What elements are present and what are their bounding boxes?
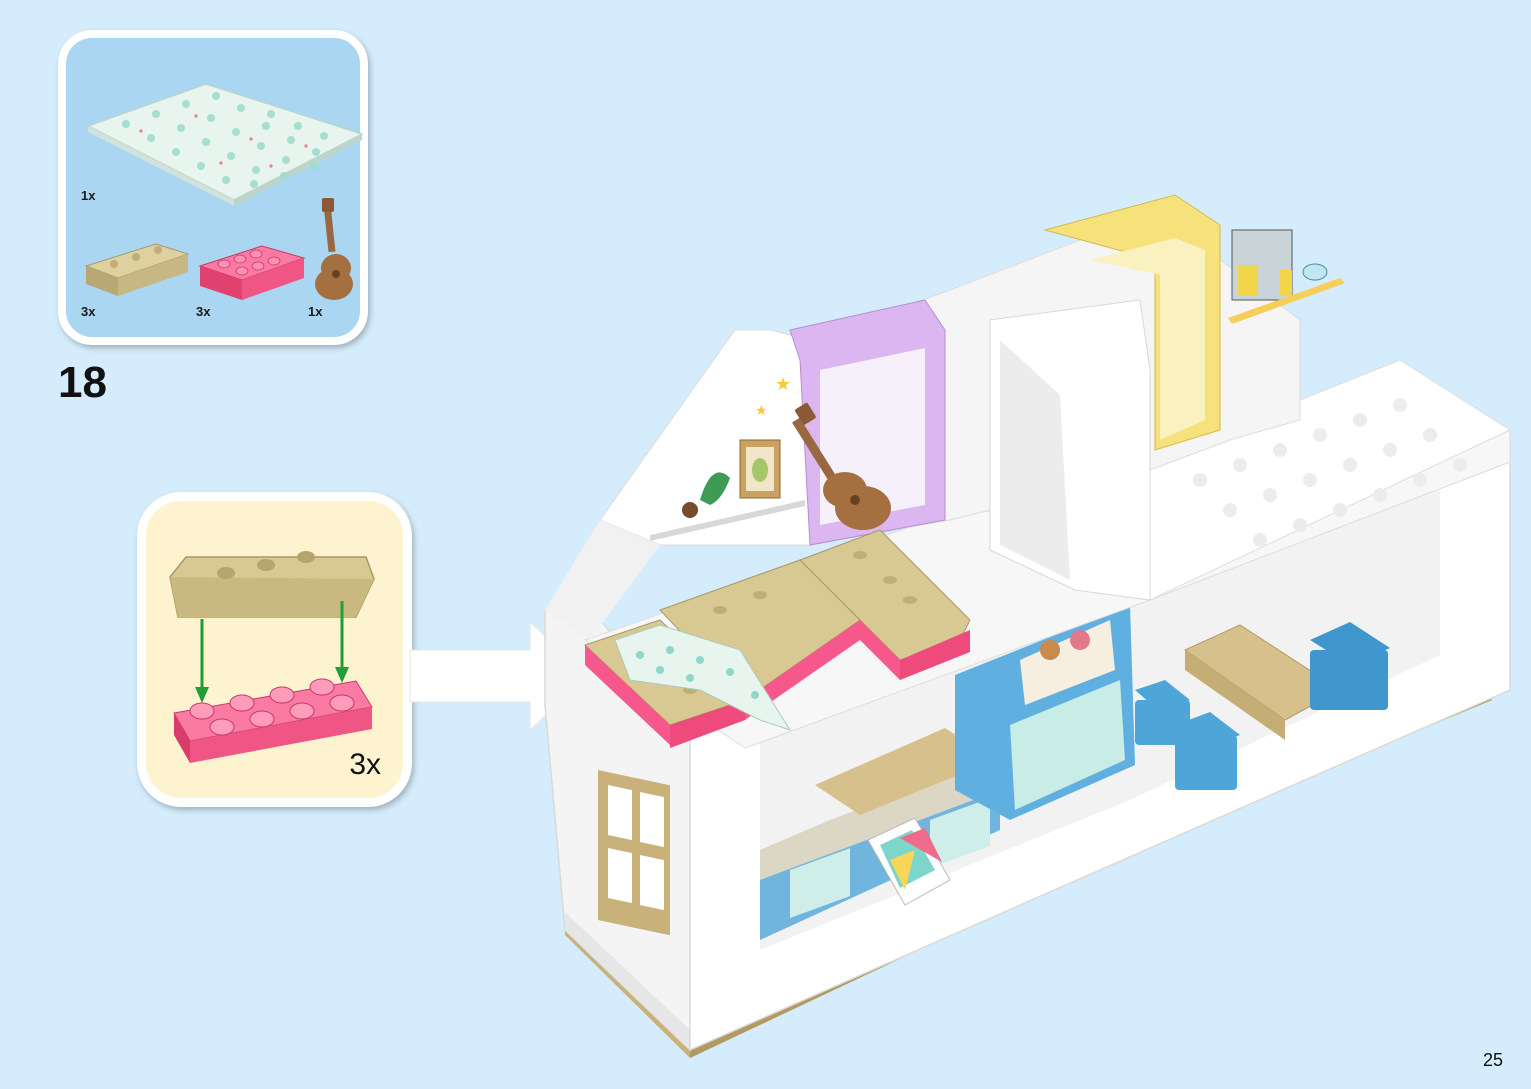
svg-text:★: ★ <box>775 374 791 394</box>
blue-stool-1 <box>1135 680 1190 745</box>
callout-arrows <box>195 601 349 703</box>
sub-assembly-illustration <box>169 551 375 763</box>
yellow-window-frame <box>1043 194 1221 451</box>
part-qty-tile: 1x <box>81 188 96 203</box>
parts-illustration <box>84 83 364 300</box>
window-left <box>598 770 670 936</box>
callout-pink-brick <box>173 678 373 763</box>
callout-pointer-arrow <box>409 620 589 732</box>
part-qty-cushion: 3x <box>81 304 96 319</box>
cushion-front <box>584 619 746 748</box>
dining-table <box>1183 624 1341 740</box>
cushion-corner <box>799 529 971 680</box>
svg-text:★: ★ <box>755 402 768 418</box>
tan-cushion-part <box>84 243 190 296</box>
lilac-window-frame <box>789 299 946 546</box>
callout-cushion <box>169 551 375 618</box>
house-model: ★ ★ <box>544 194 1512 1058</box>
page-number: 25 <box>1482 1050 1503 1070</box>
callout-quantity: 3x <box>349 748 381 781</box>
blanket-lower <box>867 817 951 906</box>
fridge <box>955 605 1135 820</box>
pink-brick-part <box>198 245 306 300</box>
patterned-tile-part <box>86 83 364 206</box>
cushion-middle <box>659 559 861 720</box>
guitar-part <box>315 198 353 300</box>
blanket-upper <box>614 624 792 731</box>
part-qty-pink-brick: 3x <box>196 304 211 319</box>
step-number: 18 <box>58 358 107 407</box>
parts-list-panel: 1x 3x 3x 1x <box>58 30 368 345</box>
wall-decor-left: ★ ★ <box>650 374 805 541</box>
blue-stool-2 <box>1175 712 1240 790</box>
sub-assembly-callout: 3x <box>137 492 412 807</box>
wall-decor-right <box>1228 229 1345 324</box>
blue-stool-3 <box>1310 622 1390 710</box>
guitar-in-model <box>792 402 891 530</box>
part-qty-guitar: 1x <box>308 304 323 319</box>
